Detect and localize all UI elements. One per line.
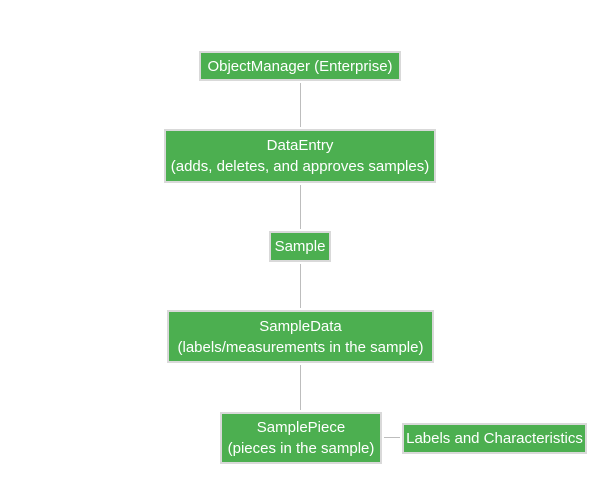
node-title: SampleData bbox=[259, 317, 342, 335]
connector-objectmanager-dataentry bbox=[300, 83, 301, 127]
node-sample: Sample bbox=[269, 231, 331, 262]
connector-sampledata-samplepiece bbox=[300, 365, 301, 410]
connector-samplepiece-labels bbox=[384, 437, 400, 438]
node-title: DataEntry bbox=[266, 137, 334, 154]
node-dataentry: DataEntry (adds, deletes, and approves s… bbox=[164, 129, 436, 183]
node-title: ObjectManager (Enterprise) bbox=[207, 57, 393, 75]
connector-sample-sampledata bbox=[300, 264, 301, 308]
node-subtitle: (adds, deletes, and approves samples) bbox=[170, 158, 430, 175]
node-subtitle: (pieces in the sample) bbox=[227, 440, 375, 457]
node-samplepiece: SamplePiece (pieces in the sample) bbox=[220, 412, 382, 464]
node-sampledata: SampleData (labels/measurements in the s… bbox=[167, 310, 434, 363]
node-subtitle: (labels/measurements in the sample) bbox=[177, 338, 424, 356]
node-objectmanager-enterprise: ObjectManager (Enterprise) bbox=[199, 51, 401, 81]
node-labels-and-characteristics: Labels and Characteristics bbox=[402, 423, 587, 454]
node-title: SamplePiece bbox=[256, 419, 346, 436]
node-title: Labels and Characteristics bbox=[406, 430, 583, 447]
connector-dataentry-sample bbox=[300, 185, 301, 229]
node-title: Sample bbox=[274, 238, 326, 255]
